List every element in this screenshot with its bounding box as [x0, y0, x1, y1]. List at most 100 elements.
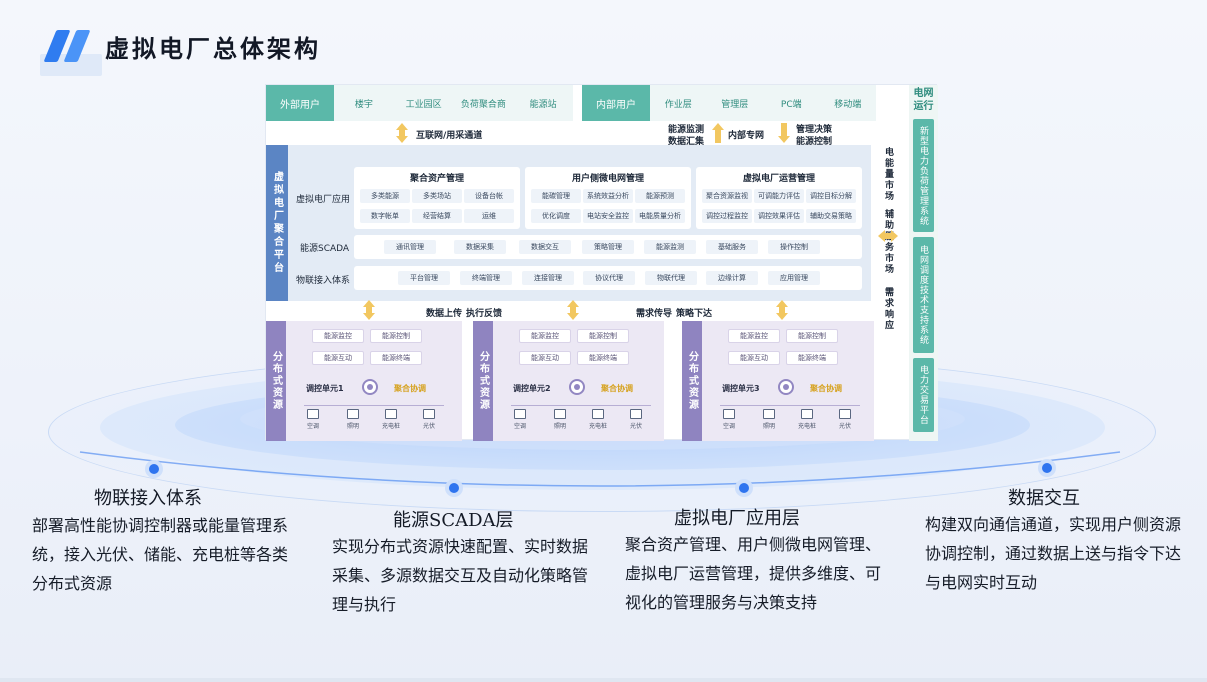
grid-block: 电网调度技术支持系统 — [913, 237, 934, 353]
feature-node — [145, 460, 163, 478]
microgrid-chip: 电站安全监控 — [583, 209, 633, 223]
bottom-divider — [0, 678, 1207, 682]
grid-operation-column: 电网运行 新型电力负荷管理系统 电网调度技术支持系统 电力交易平台 — [909, 85, 938, 441]
internet-link-label: 互联网/用采通道 — [416, 131, 483, 141]
asset-chip: 多类场站 — [412, 189, 462, 203]
asset-chip: 设备台帐 — [464, 189, 514, 203]
device-label: 光伏 — [629, 423, 642, 430]
external-user-item: 楼宇 — [354, 99, 373, 110]
light-icon: 照明 — [342, 409, 364, 430]
iot-row-label: 物联接入体系 — [296, 276, 351, 286]
scada-strip: 通讯管理 数据采集 数据交互 策略管理 能源监测 基础服务 操作控制 — [354, 235, 862, 259]
scada-chip: 策略管理 — [582, 240, 634, 254]
operation-chip: 聚合资源监视 — [702, 189, 752, 203]
solar-icon: 光伏 — [834, 409, 856, 430]
scada-chip: 数据交互 — [519, 240, 571, 254]
feedback-label: 执行反馈 — [466, 309, 503, 319]
distributed-panel: 分布式资源 能源监控 能源控制 能源互动 能源终端 调控单元2 聚合协调 空调 … — [473, 321, 664, 441]
gear-icon — [569, 379, 585, 395]
grid-block: 电力交易平台 — [913, 358, 934, 432]
iot-chip: 物联代理 — [645, 271, 697, 285]
internal-user-item: 管理层 — [721, 99, 749, 110]
asset-chip: 多类能源 — [360, 189, 410, 203]
distributed-title: 分布式资源 — [266, 321, 286, 441]
device-label: 空调 — [722, 423, 735, 430]
bus-line — [304, 405, 444, 406]
demand-response-label: 需求响应 — [883, 287, 893, 331]
internal-user-item: 作业层 — [664, 99, 692, 110]
internal-users-bar: 内部用户 作业层 管理层 PC端 移动端 — [582, 85, 876, 121]
unit-label: 调控单元2 — [513, 384, 551, 393]
feature-title: 能源SCADA层 — [393, 510, 514, 531]
device-label: 空调 — [306, 423, 319, 430]
device-label: 照明 — [762, 423, 775, 430]
grid-block: 新型电力负荷管理系统 — [913, 119, 934, 232]
bus-line — [720, 405, 860, 406]
distributed-title: 分布式资源 — [682, 321, 702, 441]
market-arrow-icon — [878, 230, 898, 242]
flow-arrow-icon — [776, 300, 788, 320]
iot-chip: 协议代理 — [583, 271, 635, 285]
charger-icon: 充电桩 — [380, 409, 402, 430]
iot-strip: 平台管理 终端管理 连接管理 协议代理 物联代理 边缘计算 应用管理 — [354, 266, 862, 290]
scada-chip: 数据采集 — [454, 240, 506, 254]
device-label: 充电桩 — [588, 423, 607, 430]
dist-chip: 能源互动 — [312, 351, 364, 365]
external-user-item: 工业园区 — [405, 99, 442, 110]
iot-chip: 平台管理 — [398, 271, 450, 285]
operation-chip: 调控效果评估 — [754, 209, 804, 223]
feature-node — [1038, 459, 1056, 477]
dist-chip: 能源终端 — [577, 351, 629, 365]
feature-node — [735, 479, 753, 497]
charger-icon: 充电桩 — [587, 409, 609, 430]
energy-monitor-label: 能源监测 — [668, 125, 705, 135]
internal-user-item: 移动端 — [834, 99, 862, 110]
feature-title: 虚拟电厂应用层 — [674, 508, 800, 529]
page-title: 虚拟电厂总体架构 — [105, 35, 321, 63]
asset-chip: 运维 — [464, 209, 514, 223]
down-arrow-icon — [778, 123, 790, 143]
iot-chip: 连接管理 — [522, 271, 574, 285]
microgrid-chip: 能碳管理 — [531, 189, 581, 203]
feature-desc: 部署高性能协调控制器或能量管理系统，接入光伏、储能、充电桩等各类分布式资源 — [32, 516, 289, 593]
operation-group-title: 虚拟电厂运营管理 — [742, 174, 815, 184]
scada-row-label: 能源SCADA — [300, 244, 350, 254]
vpp-platform: 虚拟电厂聚合平台 虚拟电厂应用 聚合资产管理 多类能源 多类场站 设备台帐 数字… — [266, 145, 871, 301]
flow-arrow-icon — [363, 300, 375, 320]
demand-label: 需求传导 — [636, 309, 673, 319]
iot-chip: 应用管理 — [768, 271, 820, 285]
agg-label: 聚合协调 — [394, 384, 426, 393]
grid-title: 电网运行 — [913, 88, 934, 112]
device-label: 光伏 — [422, 423, 435, 430]
dist-chip: 能源控制 — [577, 329, 629, 343]
operation-chip: 辅助交易策略 — [806, 209, 856, 223]
gear-icon — [778, 379, 794, 395]
internal-user-item: PC端 — [780, 99, 802, 110]
flow-arrow-icon — [567, 300, 579, 320]
dist-chip: 能源终端 — [786, 351, 838, 365]
light-icon: 照明 — [758, 409, 780, 430]
orbit-curve — [79, 451, 1121, 487]
microgrid-chip: 系统效益分析 — [583, 189, 633, 203]
unit-label: 调控单元1 — [306, 384, 344, 393]
feature-desc: 聚合资产管理、用户侧微电网管理、虚拟电厂运营管理，提供多维度、可视化的管理服务与… — [625, 535, 882, 612]
energy-market-label: 电能量市场 — [883, 147, 893, 202]
platform-title: 虚拟电厂聚合平台 — [266, 145, 288, 301]
feature-desc: 实现分布式资源快速配置、实时数据采集、多源数据交互及自动化策略管理与执行 — [332, 537, 589, 614]
ac-icon: 空调 — [302, 409, 324, 430]
up-arrow-icon — [712, 123, 724, 143]
dist-chip: 能源控制 — [786, 329, 838, 343]
microgrid-chip: 电能质量分析 — [635, 209, 685, 223]
agg-label: 聚合协调 — [810, 384, 842, 393]
dist-chip: 能源互动 — [728, 351, 780, 365]
solar-icon: 光伏 — [625, 409, 647, 430]
data-collect-label: 数据汇集 — [668, 137, 705, 147]
ac-icon: 空调 — [718, 409, 740, 430]
app-row-label: 虚拟电厂应用 — [296, 195, 351, 205]
external-users-label: 外部用户 — [266, 85, 334, 121]
asset-chip: 经营结算 — [412, 209, 462, 223]
architecture-diagram: 外部用户 楼宇 工业园区 负荷聚合商 能源站 内部用户 作业层 管理层 PC端 … — [265, 84, 938, 441]
asset-group-title: 聚合资产管理 — [409, 174, 464, 184]
distributed-panel: 分布式资源 能源监控 能源控制 能源互动 能源终端 调控单元1 聚合协调 空调 … — [266, 321, 462, 441]
gear-icon — [362, 379, 378, 395]
